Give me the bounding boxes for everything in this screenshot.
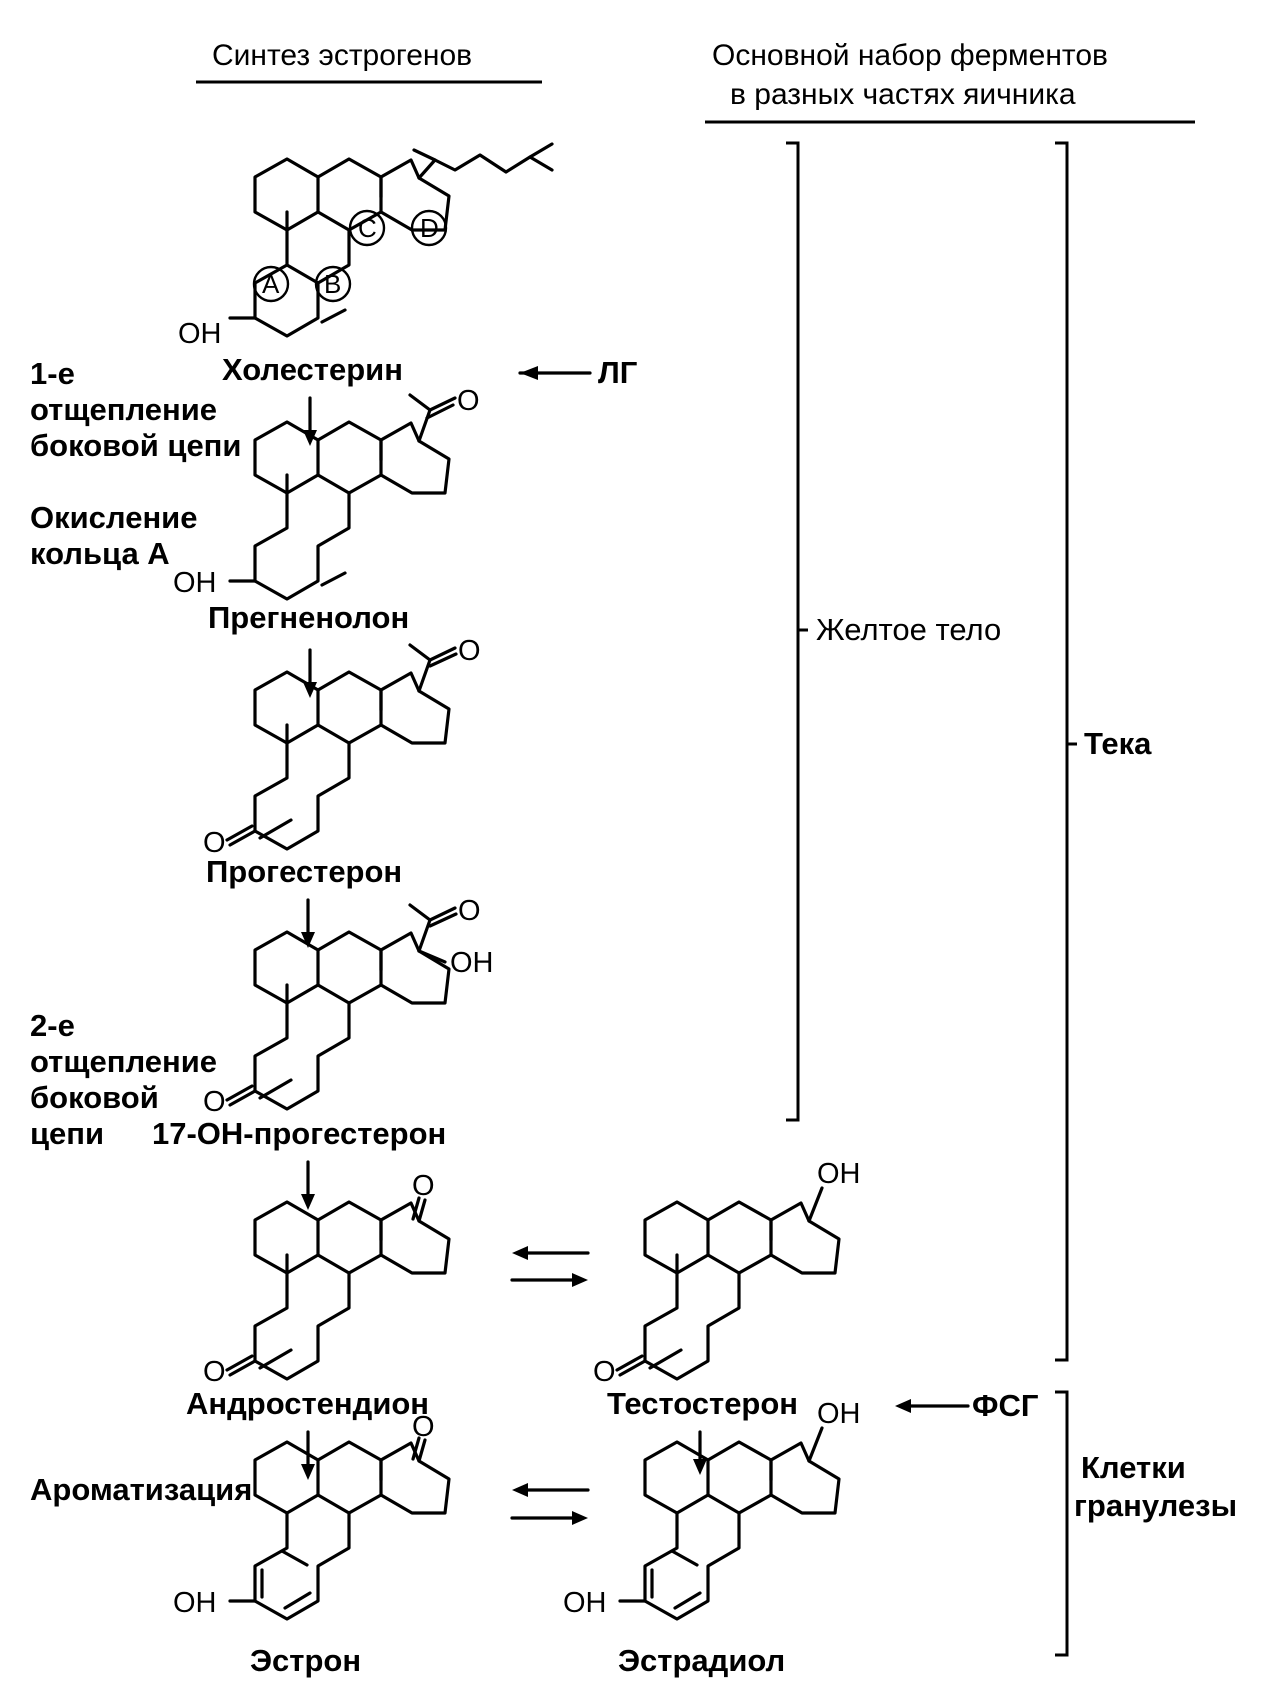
progesterone-o: O <box>458 635 481 667</box>
arrow-ohprog-to-andro <box>301 1160 315 1210</box>
arrow-andro-to-estrone <box>301 1430 315 1480</box>
androstenedione-label: Андростендион <box>186 1386 429 1421</box>
estrone-oh: OH <box>173 1587 217 1619</box>
testosterone-ring-o: O <box>593 1356 616 1388</box>
estradiol-oh: OH <box>563 1587 607 1619</box>
ring-label-c-circle <box>348 209 386 247</box>
right-header-line2: в разных частях яичника <box>730 78 1076 111</box>
step2-line2: кольца А <box>30 536 170 571</box>
ring-label-b: B <box>324 269 341 299</box>
lh-label: ЛГ <box>598 355 637 390</box>
theca-label: Тека <box>1084 726 1152 761</box>
ring-label-d-circle <box>410 209 448 247</box>
cholesterol-oh: OH <box>178 318 222 350</box>
ring-label-b-circle <box>314 265 352 303</box>
pregnenolone-o: O <box>457 385 480 417</box>
granulosa-label-line1: Клетки <box>1081 1450 1186 1485</box>
progesterone-structure <box>225 643 458 851</box>
oh-progesterone-label: 17-OH-прогестерон <box>152 1116 446 1151</box>
androstenedione-o: O <box>412 1170 435 1202</box>
step2-line1: Окисление <box>30 500 197 535</box>
step3-line3: боковой <box>30 1080 159 1115</box>
step3-line2: отщепление <box>30 1044 217 1079</box>
corpus-luteum-bracket <box>786 141 808 1122</box>
fsh-arrowhead <box>895 1399 911 1413</box>
ring-label-d: D <box>420 213 439 243</box>
estrone-label: Эстрон <box>250 1643 361 1678</box>
pregnenolone-label: Прегненолон <box>208 600 409 635</box>
pregnenolone-oh: OH <box>173 567 217 599</box>
granulosa-label-line2: гранулезы <box>1074 1488 1237 1523</box>
arrow-preg-to-prog <box>303 648 317 698</box>
corpus-luteum-label: Желтое тело <box>816 612 1001 647</box>
ring-label-a-circle <box>252 265 290 303</box>
left-header: Синтез эстрогенов <box>212 39 472 72</box>
pregnenolone-structure <box>228 393 457 601</box>
step3-line1: 2-е <box>30 1008 75 1043</box>
step1-line3: боковой цепи <box>30 428 241 463</box>
cholesterol-label: Холестерин <box>222 352 403 387</box>
estradiol-structure <box>618 1426 841 1621</box>
oh-progesterone-structure <box>225 903 458 1111</box>
oh-progesterone-oh: OH <box>450 947 494 979</box>
oh-progesterone-o: O <box>458 895 481 927</box>
estradiol-label: Эстрадиол <box>618 1643 785 1678</box>
ring-label-a: A <box>262 269 280 299</box>
testosterone-label: Тестостерон <box>607 1386 798 1421</box>
arrow-prog-to-ohprog <box>301 898 315 948</box>
testosterone-oh: OH <box>817 1158 861 1190</box>
progesterone-ring-o: O <box>203 827 226 859</box>
cholesterol-structure <box>228 142 554 338</box>
step1-line2: отщепление <box>30 392 217 427</box>
estrone-o: O <box>412 1411 435 1443</box>
testosterone-structure <box>615 1186 841 1381</box>
granulosa-bracket <box>1055 1390 1069 1657</box>
theca-bracket <box>1055 141 1077 1362</box>
step1-line1: 1-е <box>30 356 75 391</box>
step3-line4: цепи <box>30 1116 104 1151</box>
arrow-testo-to-estradiol <box>693 1430 707 1475</box>
androstenedione-ring-o: O <box>203 1356 226 1388</box>
equilibrium-estrone-estradiol <box>510 1483 590 1525</box>
right-header-line1: Основной набор ферментов <box>712 39 1108 72</box>
estradiol-oh-top: OH <box>817 1398 861 1430</box>
androstenedione-structure <box>225 1196 451 1381</box>
equilibrium-andro-testo <box>510 1246 590 1287</box>
aromatization-label: Ароматизация <box>30 1472 252 1507</box>
estrone-structure <box>228 1436 451 1621</box>
lh-arrowhead <box>520 366 538 380</box>
ring-label-c: C <box>358 213 377 243</box>
oh-progesterone-ring-o: O <box>203 1086 226 1118</box>
fsh-label: ФСГ <box>972 1388 1038 1423</box>
progesterone-label: Прогестерон <box>206 854 402 889</box>
